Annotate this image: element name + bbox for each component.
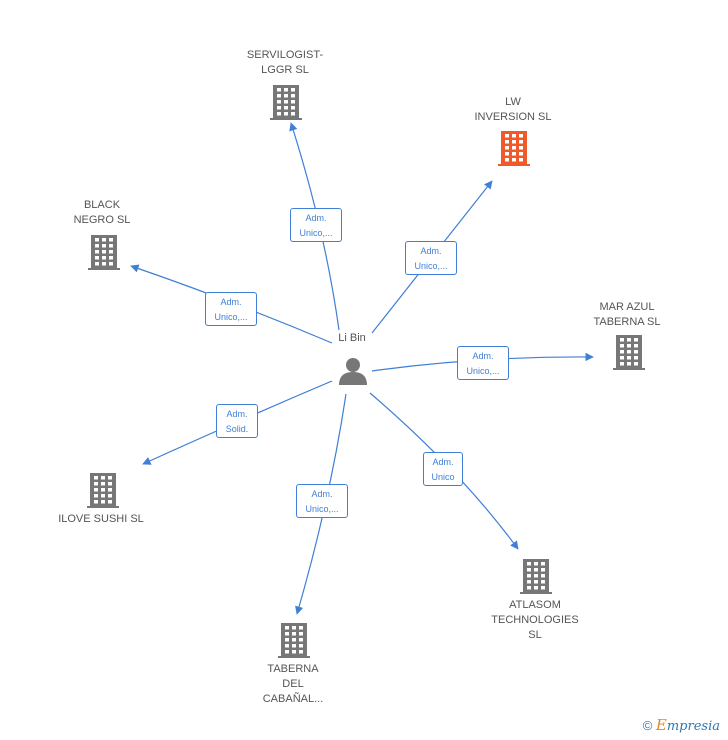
building-icon[interactable] bbox=[613, 335, 645, 370]
role-badge-atlasom: Adm. Unico bbox=[423, 452, 463, 486]
company-label-lw-inversion[interactable]: LW INVERSION SL bbox=[474, 96, 552, 123]
role-badge-mar-azul: Adm. Unico,... bbox=[457, 346, 509, 380]
brand-rest: mpresia bbox=[666, 719, 720, 734]
person-icon[interactable] bbox=[339, 358, 367, 385]
role-badge-taberna-cabanal: Adm. Unico,... bbox=[296, 484, 348, 518]
copyright-symbol: © bbox=[642, 718, 653, 733]
brand-initial: E bbox=[655, 716, 667, 734]
company-label-mar-azul[interactable]: MAR AZUL TABERNA SL bbox=[593, 301, 661, 328]
building-icon[interactable] bbox=[270, 85, 302, 120]
center-person-label[interactable]: Li Bin bbox=[338, 332, 366, 344]
empresia-logo: © Empresia bbox=[643, 716, 720, 734]
company-label-ilove-sushi[interactable]: ILOVE SUSHI SL bbox=[58, 513, 144, 525]
company-label-black-negro[interactable]: BLACK NEGRO SL bbox=[73, 199, 131, 226]
building-icon[interactable] bbox=[87, 473, 119, 508]
role-badge-lw-inversion: Adm. Unico,... bbox=[405, 241, 457, 275]
company-label-atlasom[interactable]: ATLASOM TECHNOLOGIES SL bbox=[491, 599, 579, 641]
role-badge-servilogist: Adm. Unico,... bbox=[290, 208, 342, 242]
role-badge-black-negro: Adm. Unico,... bbox=[205, 292, 257, 326]
company-label-servilogist[interactable]: SERVILOGIST- LGGR SL bbox=[246, 49, 324, 76]
building-icon[interactable] bbox=[88, 235, 120, 270]
company-label-taberna-cabanal[interactable]: TABERNA DEL CABAÑAL... bbox=[262, 663, 324, 705]
building-icon[interactable] bbox=[520, 559, 552, 594]
building-icon[interactable] bbox=[278, 623, 310, 658]
building-icon[interactable] bbox=[498, 131, 530, 166]
role-badge-ilove-sushi: Adm. Solid. bbox=[216, 404, 258, 438]
